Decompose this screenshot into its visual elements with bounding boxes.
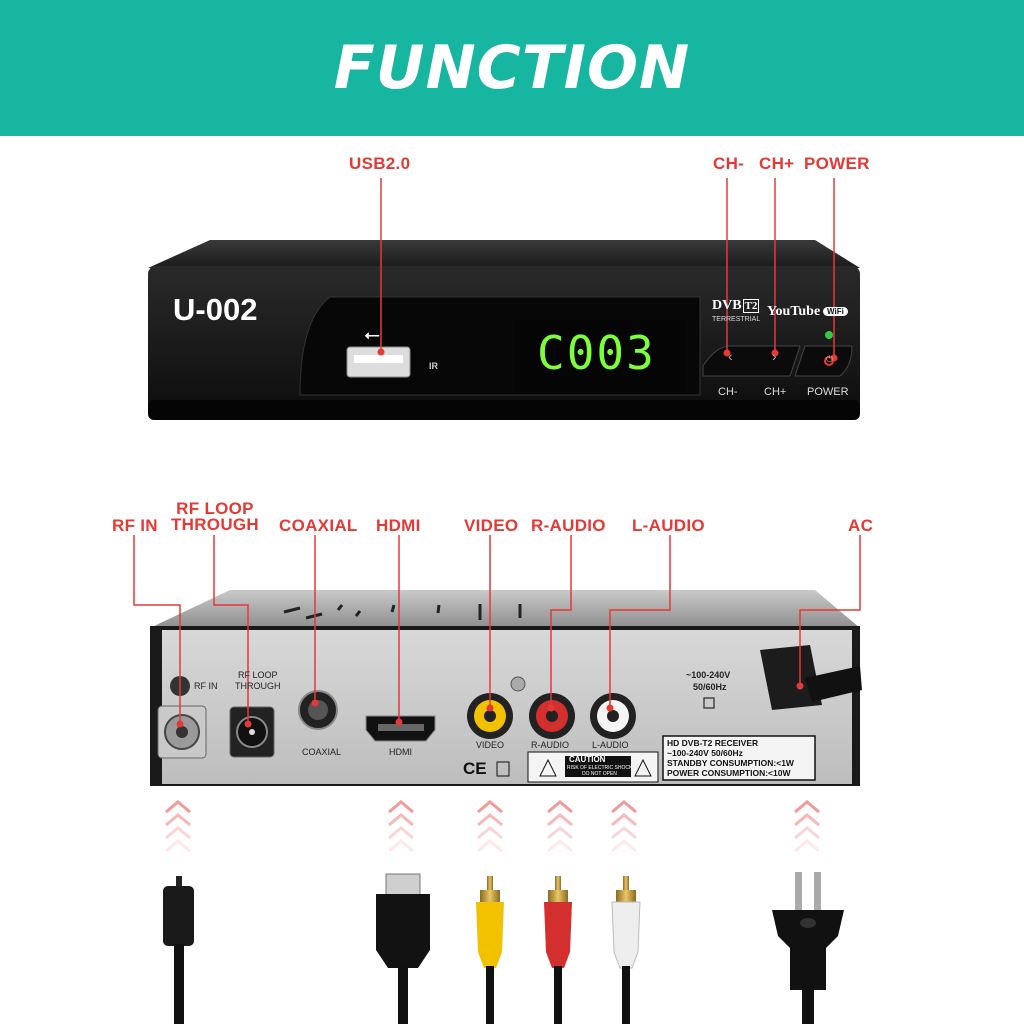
callout-usb: USB2.0: [349, 154, 411, 173]
insert-arrows: [165, 800, 820, 853]
callout-rf-in: RF IN: [112, 516, 158, 535]
power-printed: POWER: [807, 386, 849, 398]
caution-line2: DO NOT OPEN: [582, 771, 617, 777]
banner-title: FUNCTION: [333, 33, 691, 103]
wifi-logo: WiFi: [823, 307, 848, 316]
title-banner: FUNCTION: [0, 0, 1024, 136]
callout-ac: AC: [848, 516, 874, 535]
ac-plug-cable: [772, 872, 844, 1024]
callout-power: POWER: [804, 154, 870, 173]
printed-l-audio: L-AUDIO: [592, 740, 629, 750]
ir-label: IR: [429, 361, 438, 371]
model-label: U-002: [173, 292, 258, 327]
front-callout-dots: [377, 348, 838, 362]
ch-plus-printed: CH+: [764, 386, 787, 398]
spec-label-box: [662, 735, 816, 781]
printed-rf-loop: RF LOOP THROUGH: [235, 670, 281, 691]
printed-rf-in: RF IN: [194, 681, 218, 691]
power-cord-plug: [760, 645, 822, 710]
caution-title: CAUTION: [569, 755, 606, 764]
callout-hdmi: HDMI: [376, 516, 421, 535]
hdmi-cable: [376, 873, 430, 1024]
callout-ch-minus: CH-: [713, 154, 745, 173]
ce-mark: CE: [463, 759, 487, 778]
rear-unit: [150, 590, 862, 786]
callout-l-audio: L-AUDIO: [632, 516, 705, 535]
callout-rf-loop: RF LOOP THROUGH: [170, 499, 260, 534]
callout-coaxial: COAXIAL: [279, 516, 358, 535]
callout-r-audio: R-AUDIO: [531, 516, 606, 535]
chevron-left-icon: ‹: [728, 348, 733, 364]
printed-video: VIDEO: [476, 740, 505, 750]
power-icon: ⏻: [826, 354, 834, 364]
usb-symbol: ⭠: [364, 322, 380, 346]
chevron-right-icon: ›: [772, 348, 777, 364]
callout-ch-plus: CH+: [759, 154, 795, 173]
printed-r-audio: R-AUDIO: [531, 740, 569, 750]
rca-yellow-cable: [476, 876, 504, 1024]
front-callout-lines: [380, 178, 835, 356]
front-unit: [148, 240, 860, 420]
rear-callout-lines: [133, 535, 861, 724]
callout-video: VIDEO: [464, 516, 519, 535]
printed-frequency: 50/60Hz: [693, 682, 727, 692]
printed-hdmi: HDMI: [389, 747, 412, 757]
rca-white-cable: [611, 876, 641, 1024]
caution-line1: RISK OF ELECTRIC SHOCK: [567, 765, 633, 771]
printed-coaxial: COAXIAL: [302, 747, 342, 757]
dvb-sub-label: TERRESTRIAL: [712, 316, 761, 323]
rf-cable: [163, 876, 194, 1024]
led-display: C003: [537, 326, 656, 380]
printed-voltage: ~100-240V: [686, 670, 731, 680]
spec-label: HD DVB-T2 RECEIVER ~100-240V 50/60Hz STA…: [667, 738, 794, 778]
rear-callout-dots: [176, 682, 804, 728]
youtube-logo: YouTube: [767, 304, 821, 319]
ch-minus-printed: CH-: [718, 386, 738, 398]
rca-red-cable: [544, 876, 572, 1024]
